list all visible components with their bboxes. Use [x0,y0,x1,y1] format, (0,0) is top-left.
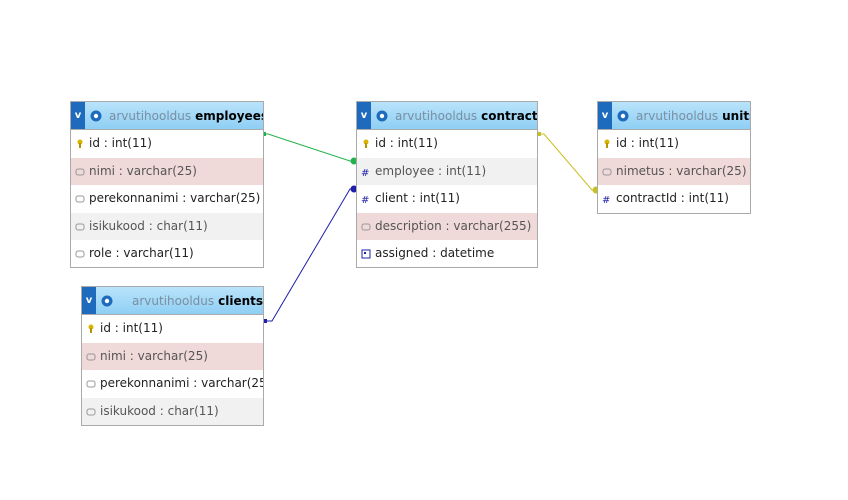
text-field-icon [86,380,96,388]
table-name: clients [218,294,263,308]
collapse-toggle-icon[interactable]: v [598,102,612,129]
field-row[interactable]: #contractId : int(11) [602,191,729,206]
table-header[interactable]: v arvutihoolduscontracts [357,102,537,130]
svg-text:#: # [602,195,610,204]
text-field-icon [75,195,85,203]
table-units[interactable]: v arvutihooldusunits id : int(11) nimetu… [597,101,751,214]
number-field-icon: # [361,195,369,204]
field-row[interactable]: id : int(11) [598,130,750,158]
field-row[interactable]: role : varchar(11) [71,240,263,268]
text-field-icon [75,223,85,231]
field-row[interactable]: id : int(11) [71,130,263,158]
table-name: employees [195,109,263,123]
database-name: arvutihooldus [109,109,192,123]
collapse-toggle-icon[interactable]: v [71,102,85,129]
key-icon [363,139,369,148]
table-name: contracts [481,109,537,123]
database-name: arvutihooldus [132,294,215,308]
collapse-toggle-icon[interactable]: v [357,102,371,129]
datetime-field-icon [361,249,371,259]
relation-contracts-units [537,132,600,194]
field-row[interactable]: #client : int(11) [361,191,460,206]
field-row[interactable]: isikukood : char(11) [71,212,263,241]
text-field-icon [602,168,612,176]
gear-icon[interactable] [89,109,103,123]
key-icon [604,139,610,148]
table-header[interactable]: v arvutihooldusunits [598,102,750,130]
field-row[interactable]: id : int(11) [357,130,537,158]
field-row[interactable]: id : int(11) [82,315,263,343]
svg-text:#: # [361,168,369,177]
field-row[interactable]: #employee : int(11) [357,157,537,186]
gear-icon[interactable] [100,294,114,308]
text-field-icon [86,353,96,361]
gear-icon[interactable] [616,109,630,123]
relation-employees-contracts [262,132,358,165]
field-row[interactable]: nimetus : varchar(25) [598,157,750,186]
table-contracts[interactable]: v arvutihoolduscontracts id : int(11) #e… [356,101,538,268]
text-field-icon [75,250,85,258]
collapse-toggle-icon[interactable]: v [82,287,96,314]
table-name: units [722,109,750,123]
field-row[interactable]: assigned : datetime [357,240,537,268]
text-field-icon [86,408,96,416]
relation-clients-contracts [263,185,358,323]
key-icon [88,324,94,333]
database-name: arvutihooldus [395,109,478,123]
field-row[interactable]: perekonnanimi : varchar(25) [82,370,263,398]
text-field-icon [75,168,85,176]
database-name: arvutihooldus [636,109,719,123]
number-field-icon: # [361,168,369,177]
field-row[interactable]: nimi : varchar(25) [82,342,263,371]
number-field-icon: # [602,195,610,204]
svg-text:#: # [361,195,369,204]
gear-icon[interactable] [375,109,389,123]
field-row[interactable]: nimi : varchar(25) [71,157,263,186]
field-row[interactable]: description : varchar(255) [357,212,537,241]
key-icon [77,139,83,148]
field-row[interactable]: perekonnanimi : varchar(25) [71,185,263,213]
field-row[interactable]: isikukood : char(11) [82,397,263,426]
text-field-icon [361,223,371,231]
